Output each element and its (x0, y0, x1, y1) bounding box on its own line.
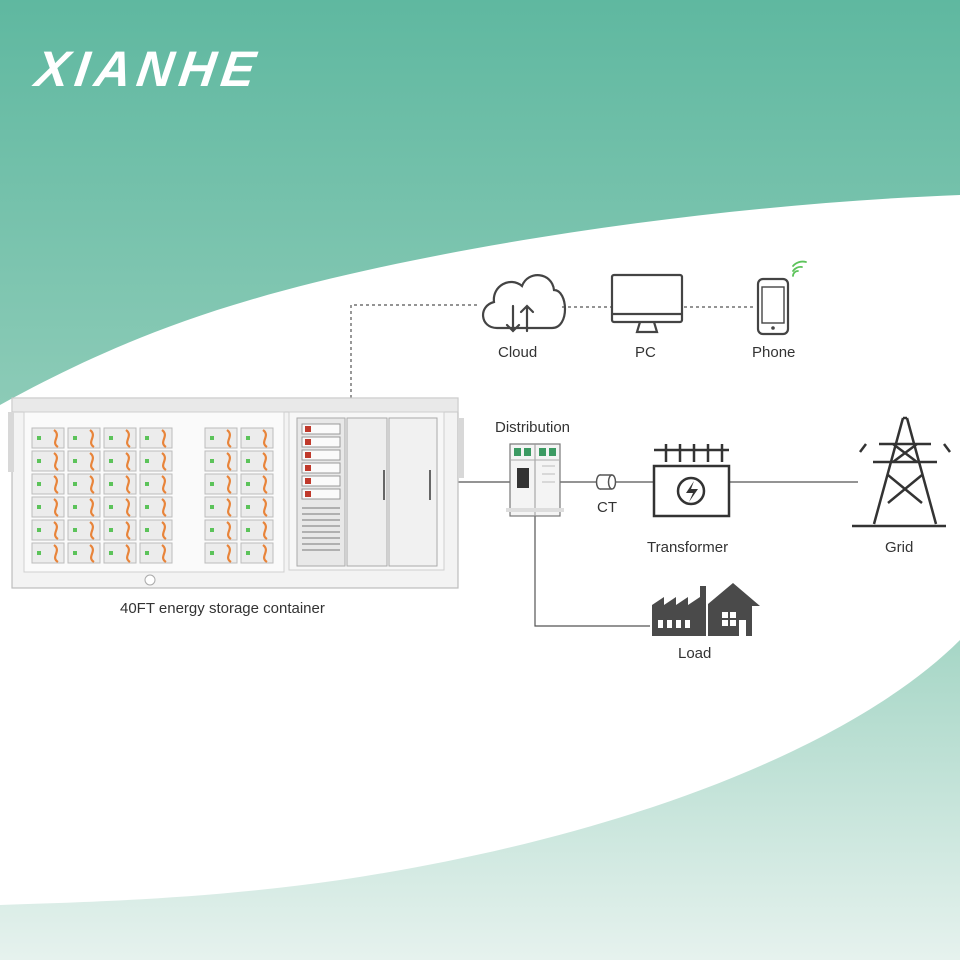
transmission-tower-icon (852, 416, 951, 528)
smartphone-icon (756, 277, 790, 336)
battery-racks (31, 427, 274, 564)
cloud-sync-icon (482, 274, 566, 333)
ct-label: CT (597, 499, 617, 516)
wifi-signal-icon (792, 260, 807, 277)
container-label: 40FT energy storage container (120, 600, 325, 617)
link-distribution-load (534, 516, 650, 627)
load-label: Load (678, 645, 712, 662)
ct-icon (595, 474, 617, 490)
brand-logo: XIANHE (32, 41, 265, 97)
distribution-cabinet-icon (506, 443, 564, 517)
container-icon (8, 397, 464, 589)
transformer-icon (652, 444, 731, 518)
distribution-label: Distribution (495, 419, 571, 436)
grid-label: Grid (885, 539, 914, 556)
monitor-icon (610, 273, 684, 334)
transformer-label: Transformer (647, 539, 729, 556)
cloud-label: Cloud (498, 344, 538, 361)
factory-house-icon (652, 583, 760, 636)
dashed-link-container-cloud (350, 304, 480, 398)
bottom-wave-background (0, 640, 960, 960)
top-wave-background (0, 0, 960, 405)
pc-label: PC (635, 344, 656, 361)
connection-lines (350, 304, 858, 627)
phone-label: Phone (752, 344, 796, 361)
